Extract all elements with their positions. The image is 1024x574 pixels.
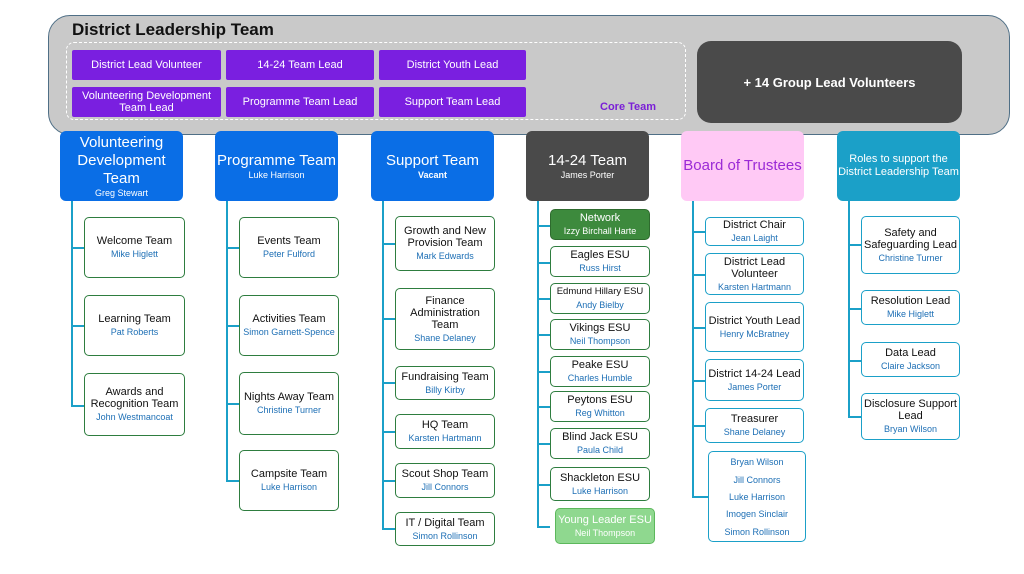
- support-roles-header: Roles to support the District Leadership…: [837, 131, 960, 201]
- connector-line: [226, 403, 239, 405]
- core-role-volunteering-development-lead: Volunteering Development Team Lead: [72, 87, 221, 117]
- connector-line: [382, 318, 395, 320]
- connector-line: [848, 416, 861, 418]
- connector-line: [848, 308, 861, 310]
- connector-line: [226, 480, 239, 482]
- connector-line: [692, 380, 705, 382]
- group-lead-volunteers: + 14 Group Lead Volunteers: [697, 41, 962, 123]
- core-team-label: Core Team: [600, 101, 657, 113]
- connector-line: [692, 231, 705, 233]
- connector-line: [692, 425, 705, 427]
- connector-line: [537, 298, 550, 300]
- 14-24-team-header: 14-24 Team James Porter: [526, 131, 649, 201]
- connector-line: [71, 325, 84, 327]
- connector-line: [537, 371, 550, 373]
- connector-line: [537, 443, 550, 445]
- connector-line: [226, 201, 228, 480]
- connector-line: [692, 274, 705, 276]
- volunteering-development-team-header: Volunteering Development Team Greg Stewa…: [60, 131, 183, 201]
- support-team-header: Support Team Vacant: [371, 131, 494, 201]
- connector-line: [537, 406, 550, 408]
- connector-line: [692, 496, 708, 498]
- connector-line: [382, 201, 384, 528]
- connector-line: [382, 382, 395, 384]
- connector-line: [537, 484, 550, 486]
- connector-line: [226, 325, 239, 327]
- connector-line: [537, 334, 550, 336]
- connector-line: [537, 262, 550, 264]
- connector-line: [692, 201, 694, 496]
- connector-line: [226, 247, 239, 249]
- connector-line: [537, 201, 539, 527]
- trustee-members-card: Bryan Wilson Jill Connors Luke Harrison …: [708, 451, 806, 542]
- programme-team-header: Programme Team Luke Harrison: [215, 131, 338, 201]
- connector-line: [382, 480, 395, 482]
- connector-line: [382, 528, 395, 530]
- core-role-programme-team-lead: Programme Team Lead: [226, 87, 374, 117]
- connector-line: [71, 247, 84, 249]
- connector-line: [537, 225, 550, 227]
- district-leadership-title: District Leadership Team: [72, 20, 274, 39]
- core-team-box: [66, 42, 686, 120]
- core-role-district-lead-volunteer: District Lead Volunteer: [72, 50, 221, 80]
- connector-line: [848, 244, 861, 246]
- connector-line: [71, 201, 73, 406]
- board-of-trustees-header: Board of Trustees: [681, 131, 804, 201]
- connector-line: [71, 405, 84, 407]
- connector-line: [537, 526, 550, 528]
- connector-line: [382, 243, 395, 245]
- core-role-district-youth-lead: District Youth Lead: [379, 50, 526, 80]
- core-role-14-24-team-lead: 14-24 Team Lead: [226, 50, 374, 80]
- connector-line: [692, 327, 705, 329]
- connector-line: [382, 431, 395, 433]
- core-role-support-team-lead: Support Team Lead: [379, 87, 526, 117]
- connector-line: [848, 360, 861, 362]
